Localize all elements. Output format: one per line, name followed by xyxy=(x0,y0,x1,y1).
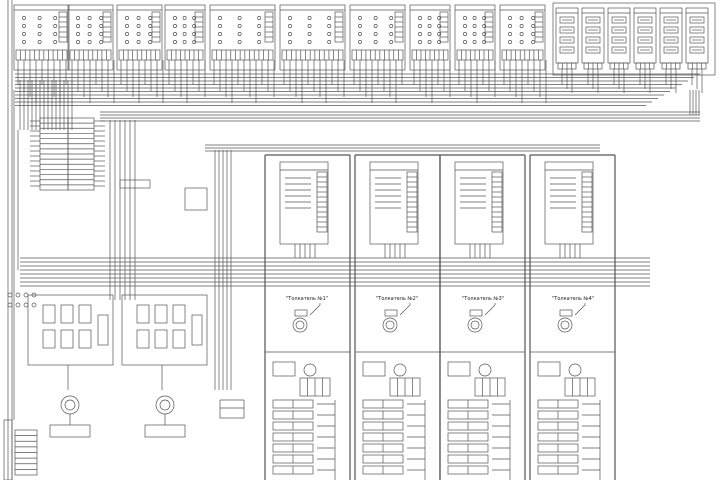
io-module xyxy=(409,4,451,103)
controller-4 xyxy=(529,154,616,480)
pusher-motor-3 xyxy=(440,303,525,353)
frequency-converter-1 xyxy=(272,361,336,480)
pusher-label-4: "Толкатель №4" xyxy=(552,296,595,302)
frequency-converter-3 xyxy=(447,361,511,480)
terminal-block xyxy=(30,117,105,191)
io-module xyxy=(116,4,164,103)
cable-box xyxy=(219,399,245,419)
io-module xyxy=(279,4,346,103)
pusher-label-2: "Толкатель №2" xyxy=(376,296,419,302)
motor-2 xyxy=(144,395,186,438)
motor-starter-2 xyxy=(121,294,208,390)
relay-small xyxy=(184,187,208,211)
pusher-motor-4 xyxy=(530,303,615,353)
wire-bus xyxy=(13,73,700,420)
relay-module xyxy=(607,7,631,93)
pusher-label-3: "Толкатель №3" xyxy=(462,296,505,302)
frame xyxy=(7,0,13,480)
io-modules-top xyxy=(13,4,547,103)
frequency-converter-4 xyxy=(537,361,601,480)
relay-small xyxy=(119,179,151,189)
io-module xyxy=(349,4,406,103)
controller-3 xyxy=(439,154,526,480)
io-module xyxy=(499,4,547,103)
io-module xyxy=(209,4,276,103)
relay-module xyxy=(659,7,683,93)
motor-starter-1 xyxy=(27,294,114,390)
pusher-label-1: "Толкатель №1" xyxy=(286,296,329,302)
pusher-motor-1 xyxy=(265,303,350,353)
io-module xyxy=(67,4,115,103)
relay-module xyxy=(685,7,709,93)
contactors xyxy=(7,292,37,308)
relay-module xyxy=(555,7,579,93)
pusher-motor-2 xyxy=(355,303,440,353)
controller-1 xyxy=(264,154,351,480)
frequency-converter-2 xyxy=(362,361,426,480)
bottom-left-terminals xyxy=(3,419,38,480)
relay-module xyxy=(633,7,657,93)
io-module xyxy=(164,4,206,103)
controller-2 xyxy=(354,154,441,480)
relay-modules xyxy=(552,2,716,76)
motor-1 xyxy=(49,395,91,438)
relay-module xyxy=(581,7,605,93)
